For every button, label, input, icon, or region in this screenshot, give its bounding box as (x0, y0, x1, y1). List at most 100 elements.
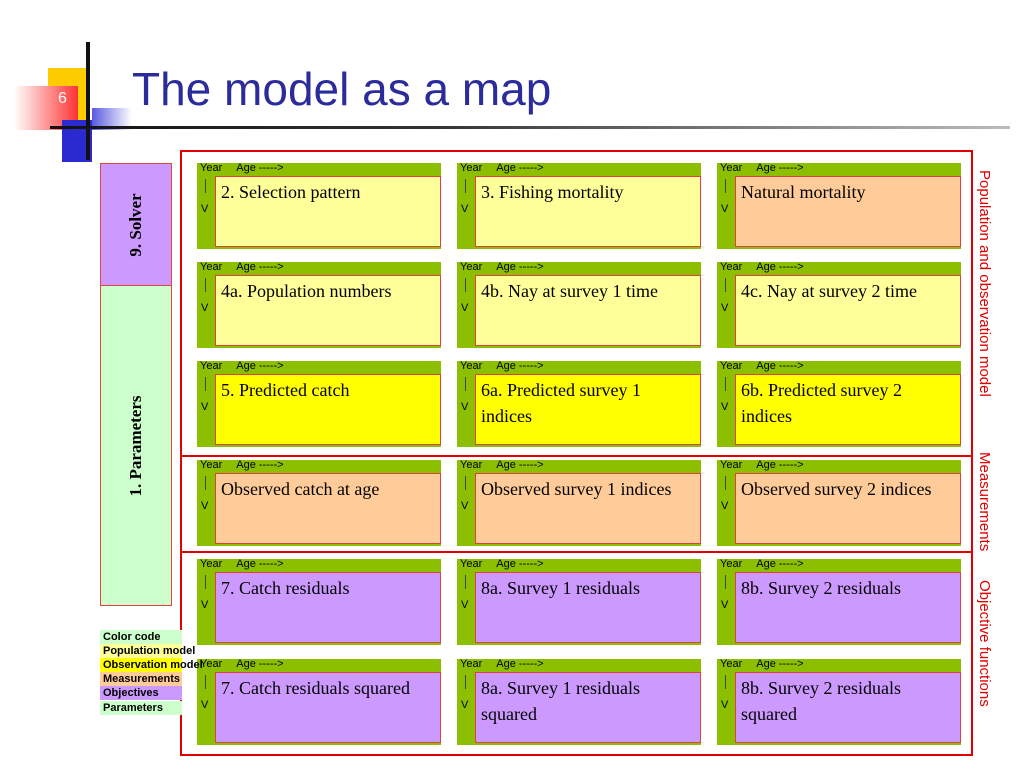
down-arrow-line (205, 377, 206, 391)
year-axis-label: Year (720, 162, 743, 174)
down-arrow-line (725, 278, 726, 292)
age-axis-label: Age -----> (756, 162, 804, 174)
age-axis-label: Age -----> (236, 360, 284, 372)
age-axis-label: Age -----> (756, 360, 804, 372)
down-arrow-icon: V (201, 203, 209, 215)
age-axis-label: Age -----> (236, 658, 284, 670)
legend-item: Population model (100, 644, 195, 658)
card-axis-header: Year Age -----> (720, 162, 804, 174)
page-title: The model as a map (132, 63, 552, 115)
age-axis-label: Age -----> (236, 261, 284, 273)
age-axis-label: Age -----> (496, 558, 544, 570)
down-arrow-line (725, 377, 726, 391)
legend-item: Observation model (100, 658, 203, 672)
down-arrow-icon: V (201, 302, 209, 314)
down-arrow-line (725, 179, 726, 193)
card-label: Observed survey 2 indices (735, 473, 961, 544)
down-arrow-line (205, 179, 206, 193)
card-label: 7. Catch residuals (215, 572, 441, 643)
down-arrow-icon: V (201, 599, 209, 611)
card-label: 8a. Survey 1 residuals (475, 572, 701, 643)
age-axis-label: Age -----> (236, 459, 284, 471)
card-label: Observed survey 1 indices (475, 473, 701, 544)
year-axis-label: Year (200, 459, 223, 471)
age-axis-label: Age -----> (756, 558, 804, 570)
slide-number: 6 (58, 90, 67, 107)
year-axis-label: Year (720, 558, 743, 570)
year-axis-label: Year (200, 261, 223, 273)
card-label: 6b. Predicted survey 2 indices (735, 374, 961, 445)
matrix-card: Year Age -----> V 7. Catch residuals square… (197, 658, 441, 745)
card-label: 7. Catch residuals squared (215, 672, 441, 743)
matrix-card: Year Age -----> V 8a. Survey 1 residuals (457, 558, 701, 645)
legend-item: Measurements (100, 672, 182, 686)
card-axis-header: Year Age -----> (720, 558, 804, 570)
card-label: 4c. Nay at survey 2 time (735, 275, 961, 346)
age-axis-label: Age -----> (496, 459, 544, 471)
age-axis-label: Age -----> (236, 162, 284, 174)
measurements-frame (180, 457, 973, 553)
decor-blue-gradient (92, 108, 132, 130)
down-arrow-icon: V (461, 699, 469, 711)
card-label: 8b. Survey 2 residuals (735, 572, 961, 643)
down-arrow-icon: V (461, 599, 469, 611)
year-axis-label: Year (720, 459, 743, 471)
down-arrow-line (465, 179, 466, 193)
down-arrow-icon: V (201, 500, 209, 512)
down-arrow-icon: V (201, 401, 209, 413)
legend-item: Objectives (100, 686, 182, 700)
down-arrow-line (465, 278, 466, 292)
down-arrow-line (725, 575, 726, 589)
card-axis-header: Year Age -----> (200, 459, 284, 471)
down-arrow-line (205, 575, 206, 589)
card-label: 5. Predicted catch (215, 374, 441, 445)
down-arrow-icon: V (721, 401, 729, 413)
age-axis-label: Age -----> (496, 261, 544, 273)
down-arrow-line (725, 476, 726, 490)
down-arrow-icon: V (201, 699, 209, 711)
card-label: Natural mortality (735, 176, 961, 247)
year-axis-label: Year (720, 658, 743, 670)
parameters-label: 1. Parameters (126, 394, 145, 497)
down-arrow-line (465, 575, 466, 589)
down-arrow-line (725, 675, 726, 689)
age-axis-label: Age -----> (496, 658, 544, 670)
age-axis-label: Age -----> (756, 261, 804, 273)
age-axis-label: Age -----> (236, 558, 284, 570)
label-population-observation-model: Population and observation model (976, 170, 993, 397)
year-axis-label: Year (460, 360, 483, 372)
card-label: 2. Selection pattern (215, 176, 441, 247)
down-arrow-icon: V (721, 699, 729, 711)
down-arrow-line (465, 377, 466, 391)
parameters-box: 1. Parameters (100, 285, 172, 606)
card-label: 8b. Survey 2 residuals squared (735, 672, 961, 743)
solver-label: 9. Solver (126, 192, 145, 257)
year-axis-label: Year (460, 459, 483, 471)
age-axis-label: Age -----> (756, 658, 804, 670)
population-observation-frame (180, 150, 973, 457)
age-axis-label: Age -----> (496, 162, 544, 174)
label-objective-functions: Objective functions (976, 580, 993, 707)
year-axis-label: Year (460, 558, 483, 570)
year-axis-label: Year (200, 658, 223, 670)
